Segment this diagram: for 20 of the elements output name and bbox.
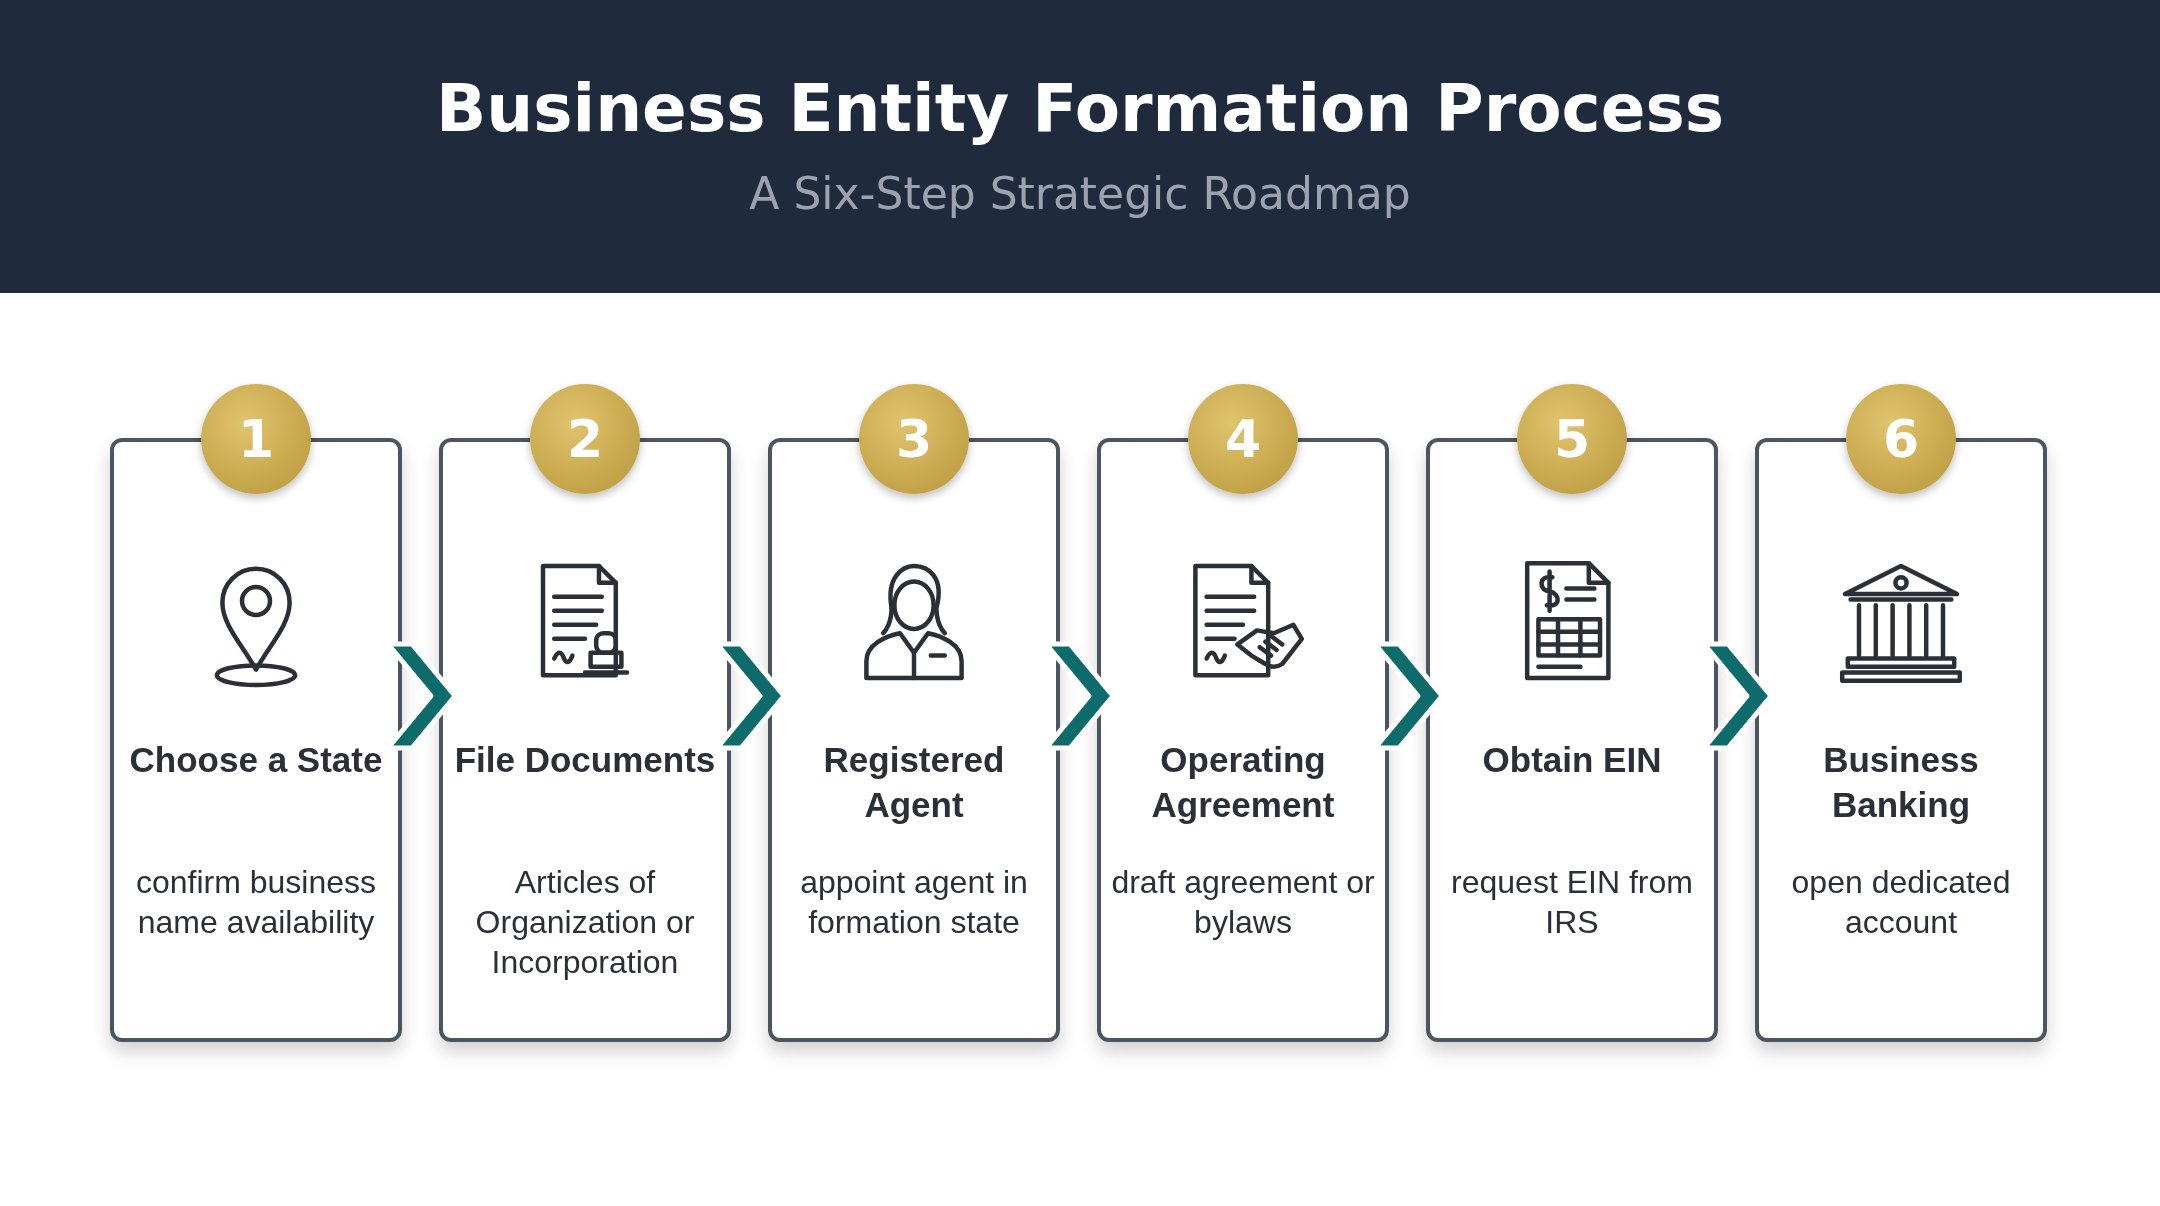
step-number: 1 <box>201 384 311 494</box>
step-description: confirm business name availability <box>134 863 378 942</box>
step-number: 6 <box>1846 384 1956 494</box>
step-title: Choose a State <box>128 739 384 781</box>
step-title: File Documents <box>453 739 717 781</box>
step-number: 2 <box>530 384 640 494</box>
step-number: 3 <box>859 384 969 494</box>
step-description: appoint agent in formation state <box>799 863 1029 942</box>
step-title: Obtain EIN <box>1481 739 1663 781</box>
step-description: Articles of Organization or Incorporation <box>474 863 696 982</box>
step-description: request EIN from IRS <box>1450 863 1694 942</box>
step-title: Business Banking <box>1822 739 1980 826</box>
step-number: 4 <box>1188 384 1298 494</box>
subtitle: A Six-Step Strategic Roadmap <box>749 168 1411 219</box>
step-description: draft agreement or bylaws <box>1110 863 1376 942</box>
title: Business Entity Formation Process <box>435 70 1725 147</box>
step-number: 5 <box>1517 384 1627 494</box>
step-description: open dedicated account <box>1790 863 2012 942</box>
step-title: Operating Agreement <box>1150 739 1336 826</box>
step-title: Registered Agent <box>822 739 1006 826</box>
